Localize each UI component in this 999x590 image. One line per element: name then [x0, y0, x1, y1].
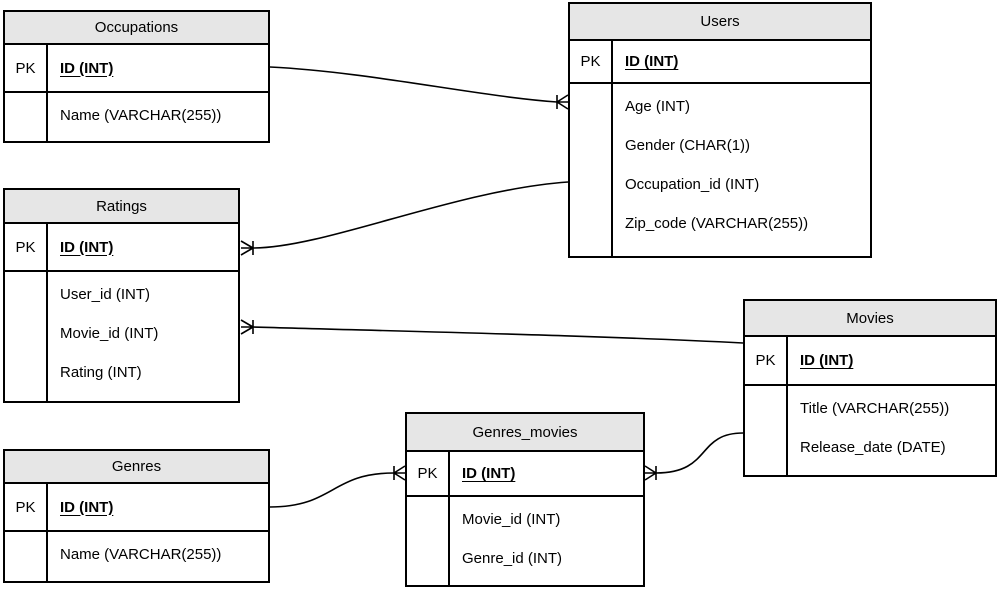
- attribute-field: Movie_id (INT): [60, 325, 159, 342]
- er-table-ratings: Ratings PK ID (INT) User_id (INT) Movie_…: [3, 188, 240, 403]
- pk-label: PK: [745, 337, 788, 384]
- crow-foot-many-icon: [240, 319, 254, 335]
- attribute-field: Name (VARCHAR(255)): [60, 107, 222, 124]
- crow-foot-many-icon: [393, 465, 406, 481]
- pk-column-spacer: [407, 497, 450, 585]
- attribute-field: Name (VARCHAR(255)): [60, 546, 222, 563]
- er-table-movies: Movies PK ID (INT) Title (VARCHAR(255)) …: [743, 299, 997, 477]
- pk-label: PK: [570, 41, 613, 82]
- attribute-field: Gender (CHAR(1)): [625, 137, 751, 154]
- attributes-section: Age (INT) Gender (CHAR(1)) Occupation_id…: [570, 84, 870, 256]
- relationship-genres-genresmovies: [269, 465, 406, 508]
- attribute-field: Genre_id (INT): [462, 550, 563, 567]
- relationship-movies-ratings: [240, 319, 744, 344]
- pk-field: ID (INT): [60, 498, 114, 516]
- pk-column-spacer: [5, 93, 48, 141]
- pk-row: PK ID (INT): [745, 337, 995, 386]
- pk-label: PK: [5, 224, 48, 270]
- pk-column-spacer: [5, 532, 48, 581]
- attribute-field: Movie_id (INT): [462, 511, 561, 528]
- attribute-field: Occupation_id (INT): [625, 176, 760, 193]
- attributes-section: Name (VARCHAR(255)): [5, 532, 268, 581]
- table-title: Ratings: [5, 190, 238, 224]
- relationship-line: [252, 181, 569, 249]
- table-title: Genres: [5, 451, 268, 484]
- relationship-occupations-users: [269, 66, 569, 110]
- relationship-line: [269, 66, 558, 103]
- relationship-line: [269, 472, 395, 508]
- table-title: Users: [570, 4, 870, 41]
- table-title: Occupations: [5, 12, 268, 45]
- pk-field: ID (INT): [60, 238, 114, 256]
- pk-row: PK ID (INT): [570, 41, 870, 84]
- crow-foot-many-icon: [556, 94, 569, 110]
- table-title: Genres_movies: [407, 414, 643, 452]
- relationship-line: [655, 432, 744, 474]
- pk-row: PK ID (INT): [5, 45, 268, 93]
- attribute-field: Title (VARCHAR(255)): [800, 400, 950, 417]
- pk-row: PK ID (INT): [5, 484, 268, 532]
- pk-field: ID (INT): [800, 352, 854, 369]
- pk-field: ID (INT): [462, 465, 516, 482]
- crow-foot-many-icon: [240, 240, 254, 256]
- attribute-field: Rating (INT): [60, 364, 142, 381]
- pk-column-spacer: [745, 386, 788, 475]
- attributes-section: User_id (INT) Movie_id (INT) Rating (INT…: [5, 272, 238, 401]
- crow-foot-many-icon: [644, 465, 657, 481]
- pk-column-spacer: [570, 84, 613, 256]
- attribute-field: Age (INT): [625, 98, 691, 115]
- pk-label: PK: [5, 484, 48, 530]
- er-table-users: Users PK ID (INT) Age (INT) Gender (CHAR…: [568, 2, 872, 258]
- table-title: Movies: [745, 301, 995, 337]
- attributes-section: Name (VARCHAR(255)): [5, 93, 268, 141]
- attribute-field: Release_date (DATE): [800, 439, 946, 456]
- relationship-users-ratings: [240, 181, 569, 256]
- relationship-line: [252, 326, 744, 344]
- attributes-section: Movie_id (INT) Genre_id (INT): [407, 497, 643, 585]
- pk-field: ID (INT): [625, 53, 679, 70]
- pk-label: PK: [5, 45, 48, 91]
- pk-row: PK ID (INT): [5, 224, 238, 272]
- attributes-section: Title (VARCHAR(255)) Release_date (DATE): [745, 386, 995, 475]
- pk-column-spacer: [5, 272, 48, 401]
- pk-row: PK ID (INT): [407, 452, 643, 497]
- pk-label: PK: [407, 452, 450, 495]
- pk-field: ID (INT): [60, 59, 114, 77]
- er-table-genres-movies: Genres_movies PK ID (INT) Movie_id (INT)…: [405, 412, 645, 587]
- er-table-genres: Genres PK ID (INT) Name (VARCHAR(255)): [3, 449, 270, 583]
- attribute-field: Zip_code (VARCHAR(255)): [625, 215, 809, 232]
- relationship-movies-genresmovies: [644, 432, 744, 481]
- attribute-field: User_id (INT): [60, 286, 151, 303]
- er-table-occupations: Occupations PK ID (INT) Name (VARCHAR(25…: [3, 10, 270, 143]
